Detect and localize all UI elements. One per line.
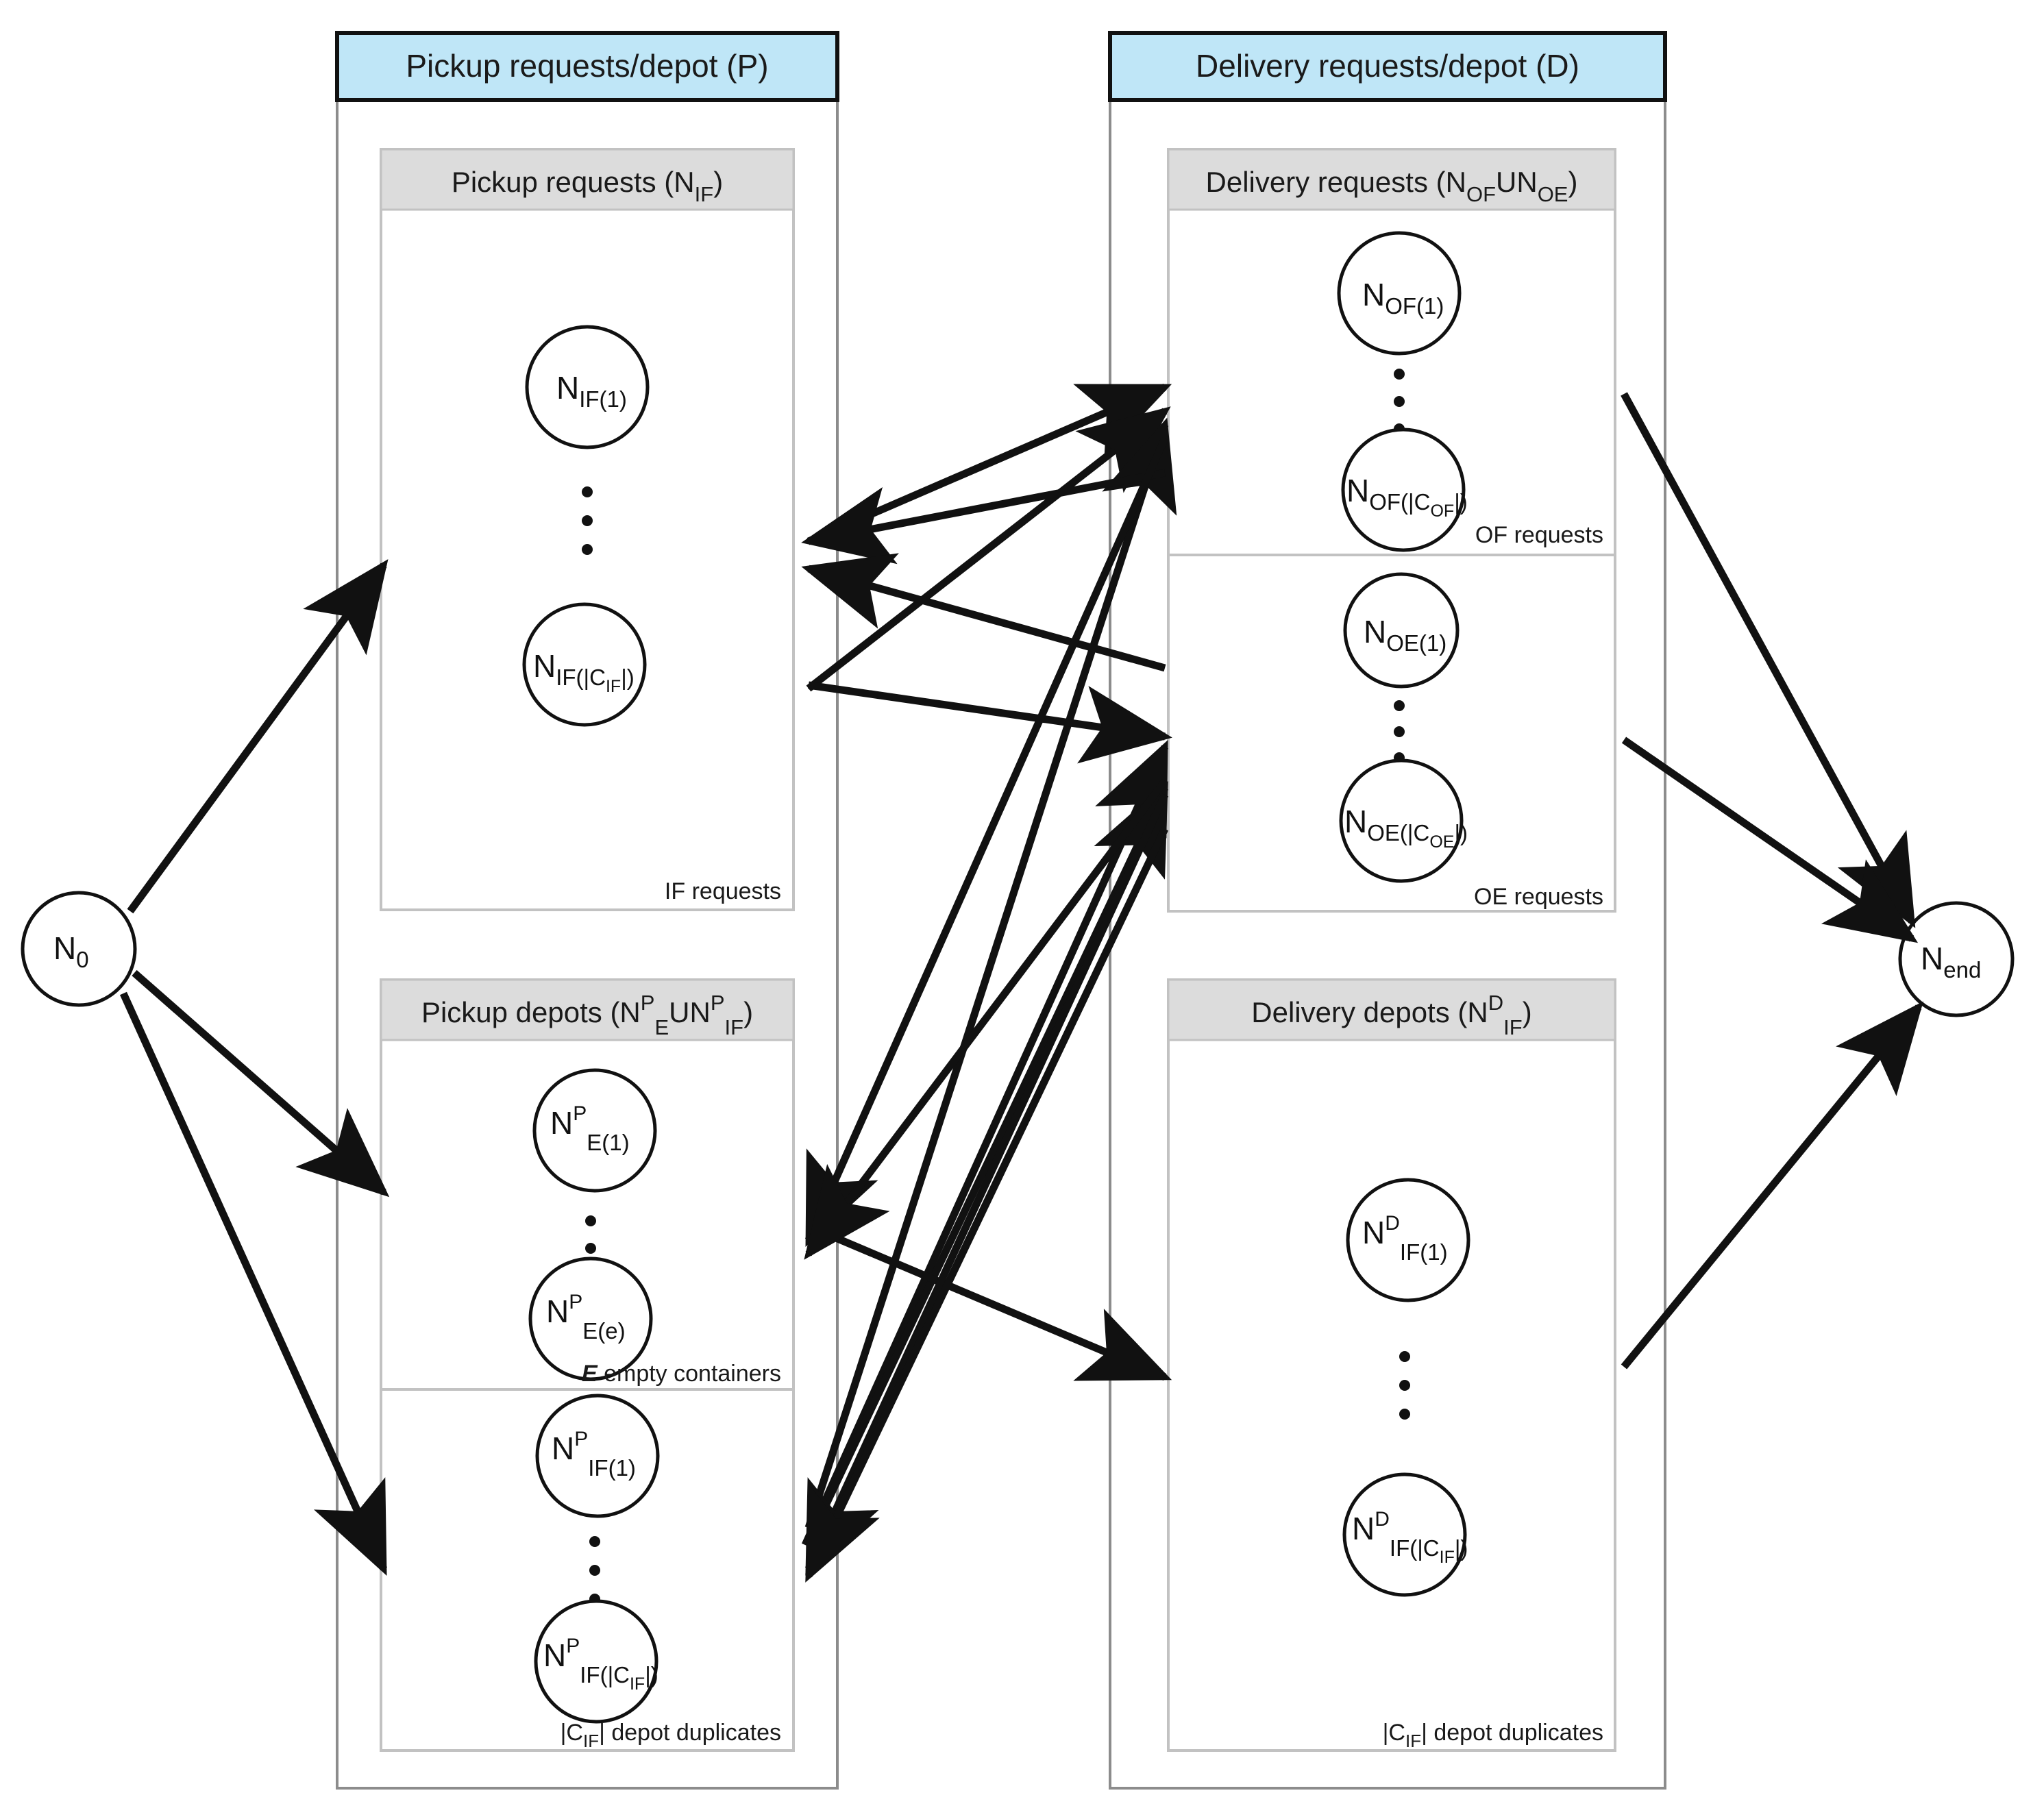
pickup-requests-panel xyxy=(380,148,795,911)
arrow-n0-to-pickup-depots-if xyxy=(119,991,388,1576)
node-n-oe-coe xyxy=(1339,758,1464,883)
pickup-header-box xyxy=(335,31,839,102)
arrow-n0-to-pickup-depots-e xyxy=(132,969,390,1198)
node-n-of-1 xyxy=(1337,231,1462,356)
arrow-oe-to-pickup-depot-if xyxy=(805,793,1168,1576)
pickup-outer-panel xyxy=(336,36,839,1790)
arrow-delivery-oe-to-nend xyxy=(1621,737,1919,943)
arrow-pickup-depot-to-oe-b xyxy=(805,781,1168,1544)
arrow-oe-to-pickup-depot-if2 xyxy=(805,827,1168,1583)
pickup-depots-header-label: Pickup depots (NPEUNPIF) xyxy=(421,991,753,1039)
node-nd-if-cif-label: NDIF(|CIF|) xyxy=(1352,1508,1468,1567)
pickup-depots-ellipsis-2 xyxy=(589,1536,600,1605)
node-nd-if-1 xyxy=(1346,1178,1470,1302)
arrow-of-to-pickup-req-a xyxy=(801,469,1166,565)
node-nend-label: Nend xyxy=(1921,941,1981,982)
arrow-pickup-depot-to-of xyxy=(804,417,1177,1529)
node-np-if-cif xyxy=(534,1599,658,1724)
node-np-e-1-label: NPE(1) xyxy=(550,1102,630,1155)
pickup-requests-ellipsis xyxy=(582,486,593,555)
node-np-e-e-label: NPE(e) xyxy=(546,1291,626,1344)
arrow-n0-to-pickup-requests xyxy=(127,559,389,914)
arrows-to-nend xyxy=(1621,392,1923,1370)
node-np-if-1-label: NPIF(1) xyxy=(552,1428,636,1481)
node-n-if-cif xyxy=(522,602,647,727)
arrow-delivery-requests-to-nend xyxy=(1621,392,1916,928)
delivery-requests-header-box xyxy=(1167,148,1616,211)
delivery-oe-requests-footer: OE requests xyxy=(1474,884,1603,910)
pickup-header-label: Pickup requests/depot (P) xyxy=(406,48,768,84)
delivery-of-requests-footer: OF requests xyxy=(1475,522,1603,548)
node-n-if-1 xyxy=(525,325,650,449)
node-nd-if-1-label: NDIF(1) xyxy=(1362,1212,1448,1265)
arrows-cross-network xyxy=(801,383,1177,1583)
node-n-of-cof xyxy=(1341,428,1466,552)
node-np-e-1 xyxy=(532,1068,657,1193)
pickup-depots-header-box xyxy=(380,978,795,1041)
node-n-of-cof-label: NOF(|COF|) xyxy=(1346,473,1468,521)
delivery-depots-ellipsis xyxy=(1399,1351,1410,1420)
node-n0 xyxy=(21,891,137,1007)
pickup-if-requests-footer: IF requests xyxy=(665,878,781,904)
pickup-requests-header-label: Pickup requests (NIF) xyxy=(452,166,723,206)
pickup-depot-duplicates-footer: |CIF| depot duplicates xyxy=(561,1720,781,1751)
arrow-pickup-req-to-oe-a xyxy=(808,681,1172,764)
delivery-oe-ellipsis xyxy=(1394,700,1405,763)
pickup-requests-header-box xyxy=(380,148,795,211)
delivery-depot-duplicates-footer: |CIF| depot duplicates xyxy=(1383,1720,1603,1751)
node-np-if-cif-label: NPIF(|CIF|) xyxy=(543,1635,658,1694)
node-nend xyxy=(1898,901,2015,1017)
delivery-depots-header-box xyxy=(1167,978,1616,1041)
node-np-e-e xyxy=(528,1257,653,1381)
node-n0-label: N0 xyxy=(53,930,89,972)
arrow-of-to-pickup-depot-a xyxy=(804,436,1169,1248)
node-np-if-1 xyxy=(535,1394,660,1518)
node-n-if-1-label: NIF(1) xyxy=(556,370,627,412)
arrow-oe-to-pickup-depot-b xyxy=(804,778,1168,1260)
delivery-requests-header-label: Delivery requests (NOFUNOE) xyxy=(1206,166,1578,206)
arrow-oe-to-pickup-req-b xyxy=(801,553,1166,672)
delivery-header-box xyxy=(1108,31,1667,102)
node-n-oe-1 xyxy=(1343,572,1460,689)
node-n-of-1-label: NOF(1) xyxy=(1362,277,1444,319)
arrow-pickup-depot-to-oe-a xyxy=(801,739,1169,1547)
delivery-of-ellipsis xyxy=(1394,369,1405,434)
node-nd-if-cif xyxy=(1342,1472,1467,1597)
delivery-depots-panel xyxy=(1167,978,1616,1752)
pickup-empty-containers-footer: E empty containers xyxy=(582,1361,781,1387)
arrows-from-n0 xyxy=(119,559,390,1576)
node-n-oe-coe-label: NOE(|COE|) xyxy=(1344,804,1468,852)
node-n-if-cif-label: NIF(|CIF|) xyxy=(533,648,635,696)
delivery-depots-header-label: Delivery depots (NDIF) xyxy=(1251,991,1531,1039)
delivery-header-label: Delivery requests/depot (D) xyxy=(1196,48,1579,84)
node-n-oe-1-label: NOE(1) xyxy=(1364,614,1446,656)
arrow-delivery-depots-to-nend xyxy=(1621,1001,1923,1370)
